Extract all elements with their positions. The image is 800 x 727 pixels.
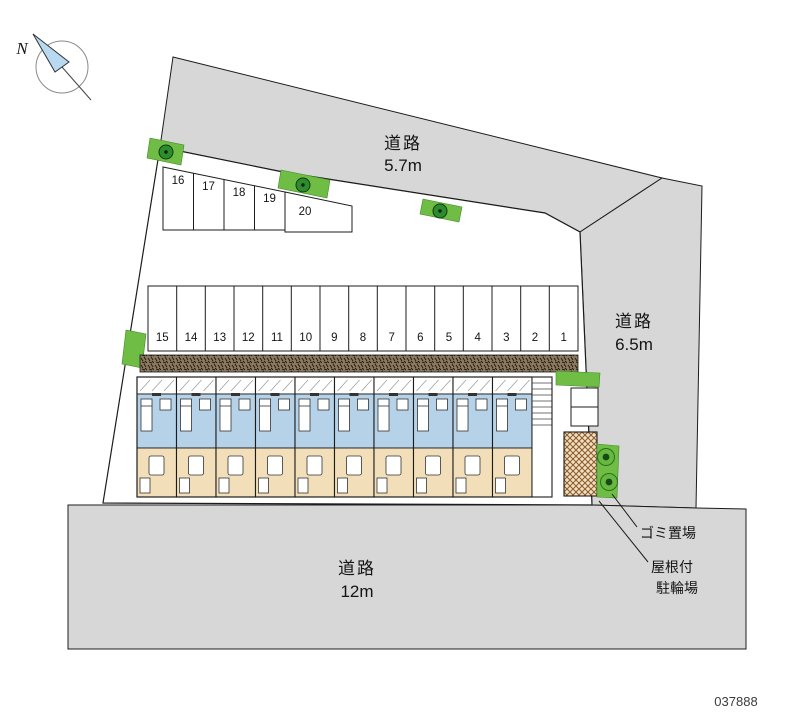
parking-space-number: 11 — [271, 332, 283, 344]
parking-space-number: 2 — [532, 332, 538, 344]
garbage-box — [570, 387, 599, 408]
parking-space-number: 13 — [213, 332, 226, 344]
apartment-unit — [333, 376, 375, 498]
road-labels: 道路 5.7m 道路 6.5m 道路 12m — [338, 134, 653, 601]
parking-space-number: 18 — [233, 187, 246, 199]
compass-north-label: N — [15, 39, 29, 58]
apartment-unit — [373, 376, 415, 498]
annotation-labels: ゴミ置場 屋根付 駐輪場 — [640, 525, 698, 596]
parking-space-number: 19 — [263, 193, 276, 205]
apartment-building — [136, 376, 553, 498]
parking-main-block: 15 14 13 12 11 10 9 8 7 6 5 4 3 2 1 — [147, 285, 579, 352]
parking-space-number: 15 — [156, 332, 169, 344]
green-strip — [555, 370, 601, 388]
parking-space-number: 6 — [417, 332, 423, 344]
apartment-unit — [215, 376, 257, 498]
road-top-width: 5.7m — [384, 156, 422, 175]
tree-icon — [158, 144, 174, 160]
building-outline — [136, 376, 553, 498]
bush-icon — [600, 473, 618, 491]
road-right-name: 道路 — [615, 312, 653, 331]
apartment-unit — [452, 376, 494, 498]
garbage-box — [570, 406, 599, 427]
parking-space-number: 10 — [299, 332, 312, 344]
parking-space-number: 14 — [185, 332, 198, 344]
parking-space-number: 4 — [474, 332, 481, 344]
tree-icon — [295, 177, 311, 193]
parking-space-number: 5 — [446, 332, 452, 344]
roads — [67, 56, 747, 650]
parking-space-number: 16 — [172, 175, 185, 187]
parking-lot-outline — [147, 285, 579, 352]
parking-space-number: 12 — [242, 332, 255, 344]
stairwell — [531, 376, 553, 498]
apartment-unit — [294, 376, 336, 498]
parking-space-number: 9 — [331, 332, 337, 344]
bush-icon — [597, 448, 615, 466]
hedge-strip — [139, 354, 579, 373]
apartment-unit — [412, 376, 454, 498]
road-top-name: 道路 — [384, 134, 422, 153]
road-right-width: 6.5m — [615, 335, 653, 354]
bike-shelter-box — [563, 431, 598, 497]
plan-id: 037888 — [714, 694, 757, 709]
stair-steps — [532, 382, 552, 426]
parking-top-block: 16 17 18 19 — [162, 166, 286, 231]
compass-circle — [35, 40, 89, 94]
apartment-unit — [136, 376, 178, 498]
parking-space-number: 20 — [299, 206, 312, 218]
parking-dividers — [176, 286, 550, 351]
parking-lot-outline — [284, 191, 353, 233]
compass-needle — [32, 33, 70, 73]
parking-dividers — [193, 173, 255, 230]
compass-rose: N — [15, 33, 92, 101]
bike-roof-label: 屋根付 — [651, 559, 693, 575]
right-structures — [555, 370, 620, 499]
apartment-unit — [175, 376, 217, 498]
garbage-leader-line — [611, 493, 638, 528]
parking-space-number: 17 — [202, 181, 215, 193]
parking-space-number: 7 — [388, 332, 394, 344]
apartment-unit — [491, 376, 533, 498]
road-bottom-name: 道路 — [338, 559, 376, 578]
road-bottom-width: 12m — [340, 582, 373, 601]
apartment-unit — [254, 376, 296, 498]
bike-leader-line — [598, 500, 649, 563]
parking-space-number: 8 — [360, 332, 366, 344]
parking-space-20: 20 — [284, 191, 353, 233]
bike-park-label: 駐輪場 — [656, 580, 698, 596]
garbage-label: ゴミ置場 — [640, 525, 696, 541]
parking-space-number: 1 — [560, 332, 566, 344]
parking-space-number: 3 — [503, 332, 509, 344]
tree-icon — [432, 203, 448, 219]
leader-lines — [598, 493, 649, 563]
